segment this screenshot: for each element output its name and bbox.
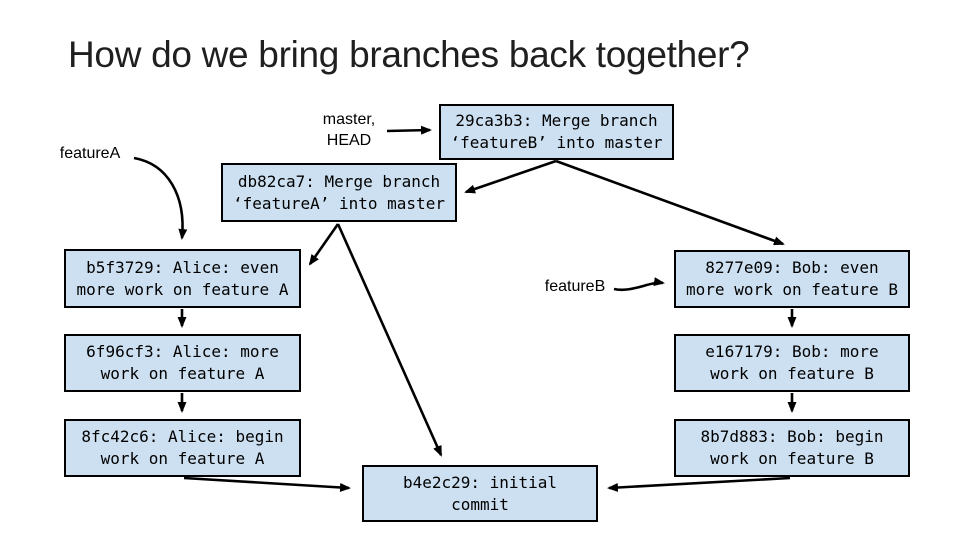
- commit-box-db82ca7: db82ca7: Merge branch ‘featureA’ into ma…: [221, 163, 457, 222]
- arrow-29ca3b3-to-db82ca7: [464, 159, 557, 194]
- arrow-29ca3b3-to-8277e09: [555, 159, 785, 246]
- arrow-db82ca7-to-b4e2c29: [336, 223, 443, 457]
- label-head: HEAD: [326, 132, 372, 149]
- arrow-8fc42c6-to-b4e2c29: [183, 476, 351, 492]
- commit-box-8b7d883: 8b7d883: Bob: begin work on feature B: [674, 419, 910, 477]
- commit-text-line: more work on feature A: [76, 279, 289, 299]
- commit-text-line: db82ca7: Merge branch: [237, 171, 441, 191]
- arrow-8b7d883-to-b4e2c29: [607, 476, 791, 492]
- commit-box-6f96cf3: 6f96cf3: Alice: more work on feature A: [64, 334, 301, 392]
- commit-box-b5f3729: b5f3729: Alice: even more work on featur…: [64, 249, 301, 308]
- commit-box-b4e2c29: b4e2c29: initial commit: [362, 465, 598, 522]
- arrow-featureA-to-b5f3729: [133, 156, 188, 240]
- commit-text-line: 29ca3b3: Merge branch: [455, 111, 658, 130]
- commit-text-line: work on feature A: [100, 449, 265, 468]
- commit-box-8277e09: 8277e09: Bob: even more work on feature …: [674, 250, 910, 308]
- label-featureB: featureB: [544, 278, 606, 295]
- arrow-db82ca7-to-b5f3729: [308, 223, 340, 266]
- commit-text-line: 6f96cf3: Alice: more: [86, 342, 279, 361]
- commit-box-e167179: e167179: Bob: more work on feature B: [674, 334, 910, 392]
- commit-text-line: b5f3729: Alice: even: [86, 257, 279, 277]
- commit-text-line: work on feature B: [710, 364, 874, 383]
- arrow-masterhead-to-29ca3b3: [386, 125, 432, 135]
- commit-text-line: ‘featureA’ into master: [233, 193, 445, 213]
- commit-text-line: 8277e09: Bob: even: [705, 258, 879, 277]
- commit-text-line: work on feature B: [710, 449, 874, 468]
- commit-text-line: more work on feature B: [686, 280, 898, 299]
- commit-text-line: work on feature A: [100, 364, 265, 383]
- commit-text-line: e167179: Bob: more: [705, 342, 879, 361]
- commit-text-line: 8b7d883: Bob: begin: [700, 427, 884, 446]
- commit-text-line: commit: [451, 494, 509, 514]
- slide-title: How do we bring branches back together?: [68, 34, 750, 75]
- commit-box-8fc42c6: 8fc42c6: Alice: begin work on feature A: [64, 419, 301, 477]
- label-master: master,: [322, 111, 376, 128]
- commit-text-line: b4e2c29: initial: [402, 472, 558, 492]
- commit-box-29ca3b3: 29ca3b3: Merge branch ‘featureB’ into ma…: [439, 104, 674, 160]
- commit-text-line: 8fc42c6: Alice: begin: [81, 427, 284, 446]
- label-master-head: master, HEAD: [309, 109, 389, 151]
- label-featureA: featureA: [59, 145, 121, 162]
- arrow-featureB-to-8277e09: [613, 277, 665, 292]
- commit-text-line: ‘featureB’ into master: [450, 133, 663, 152]
